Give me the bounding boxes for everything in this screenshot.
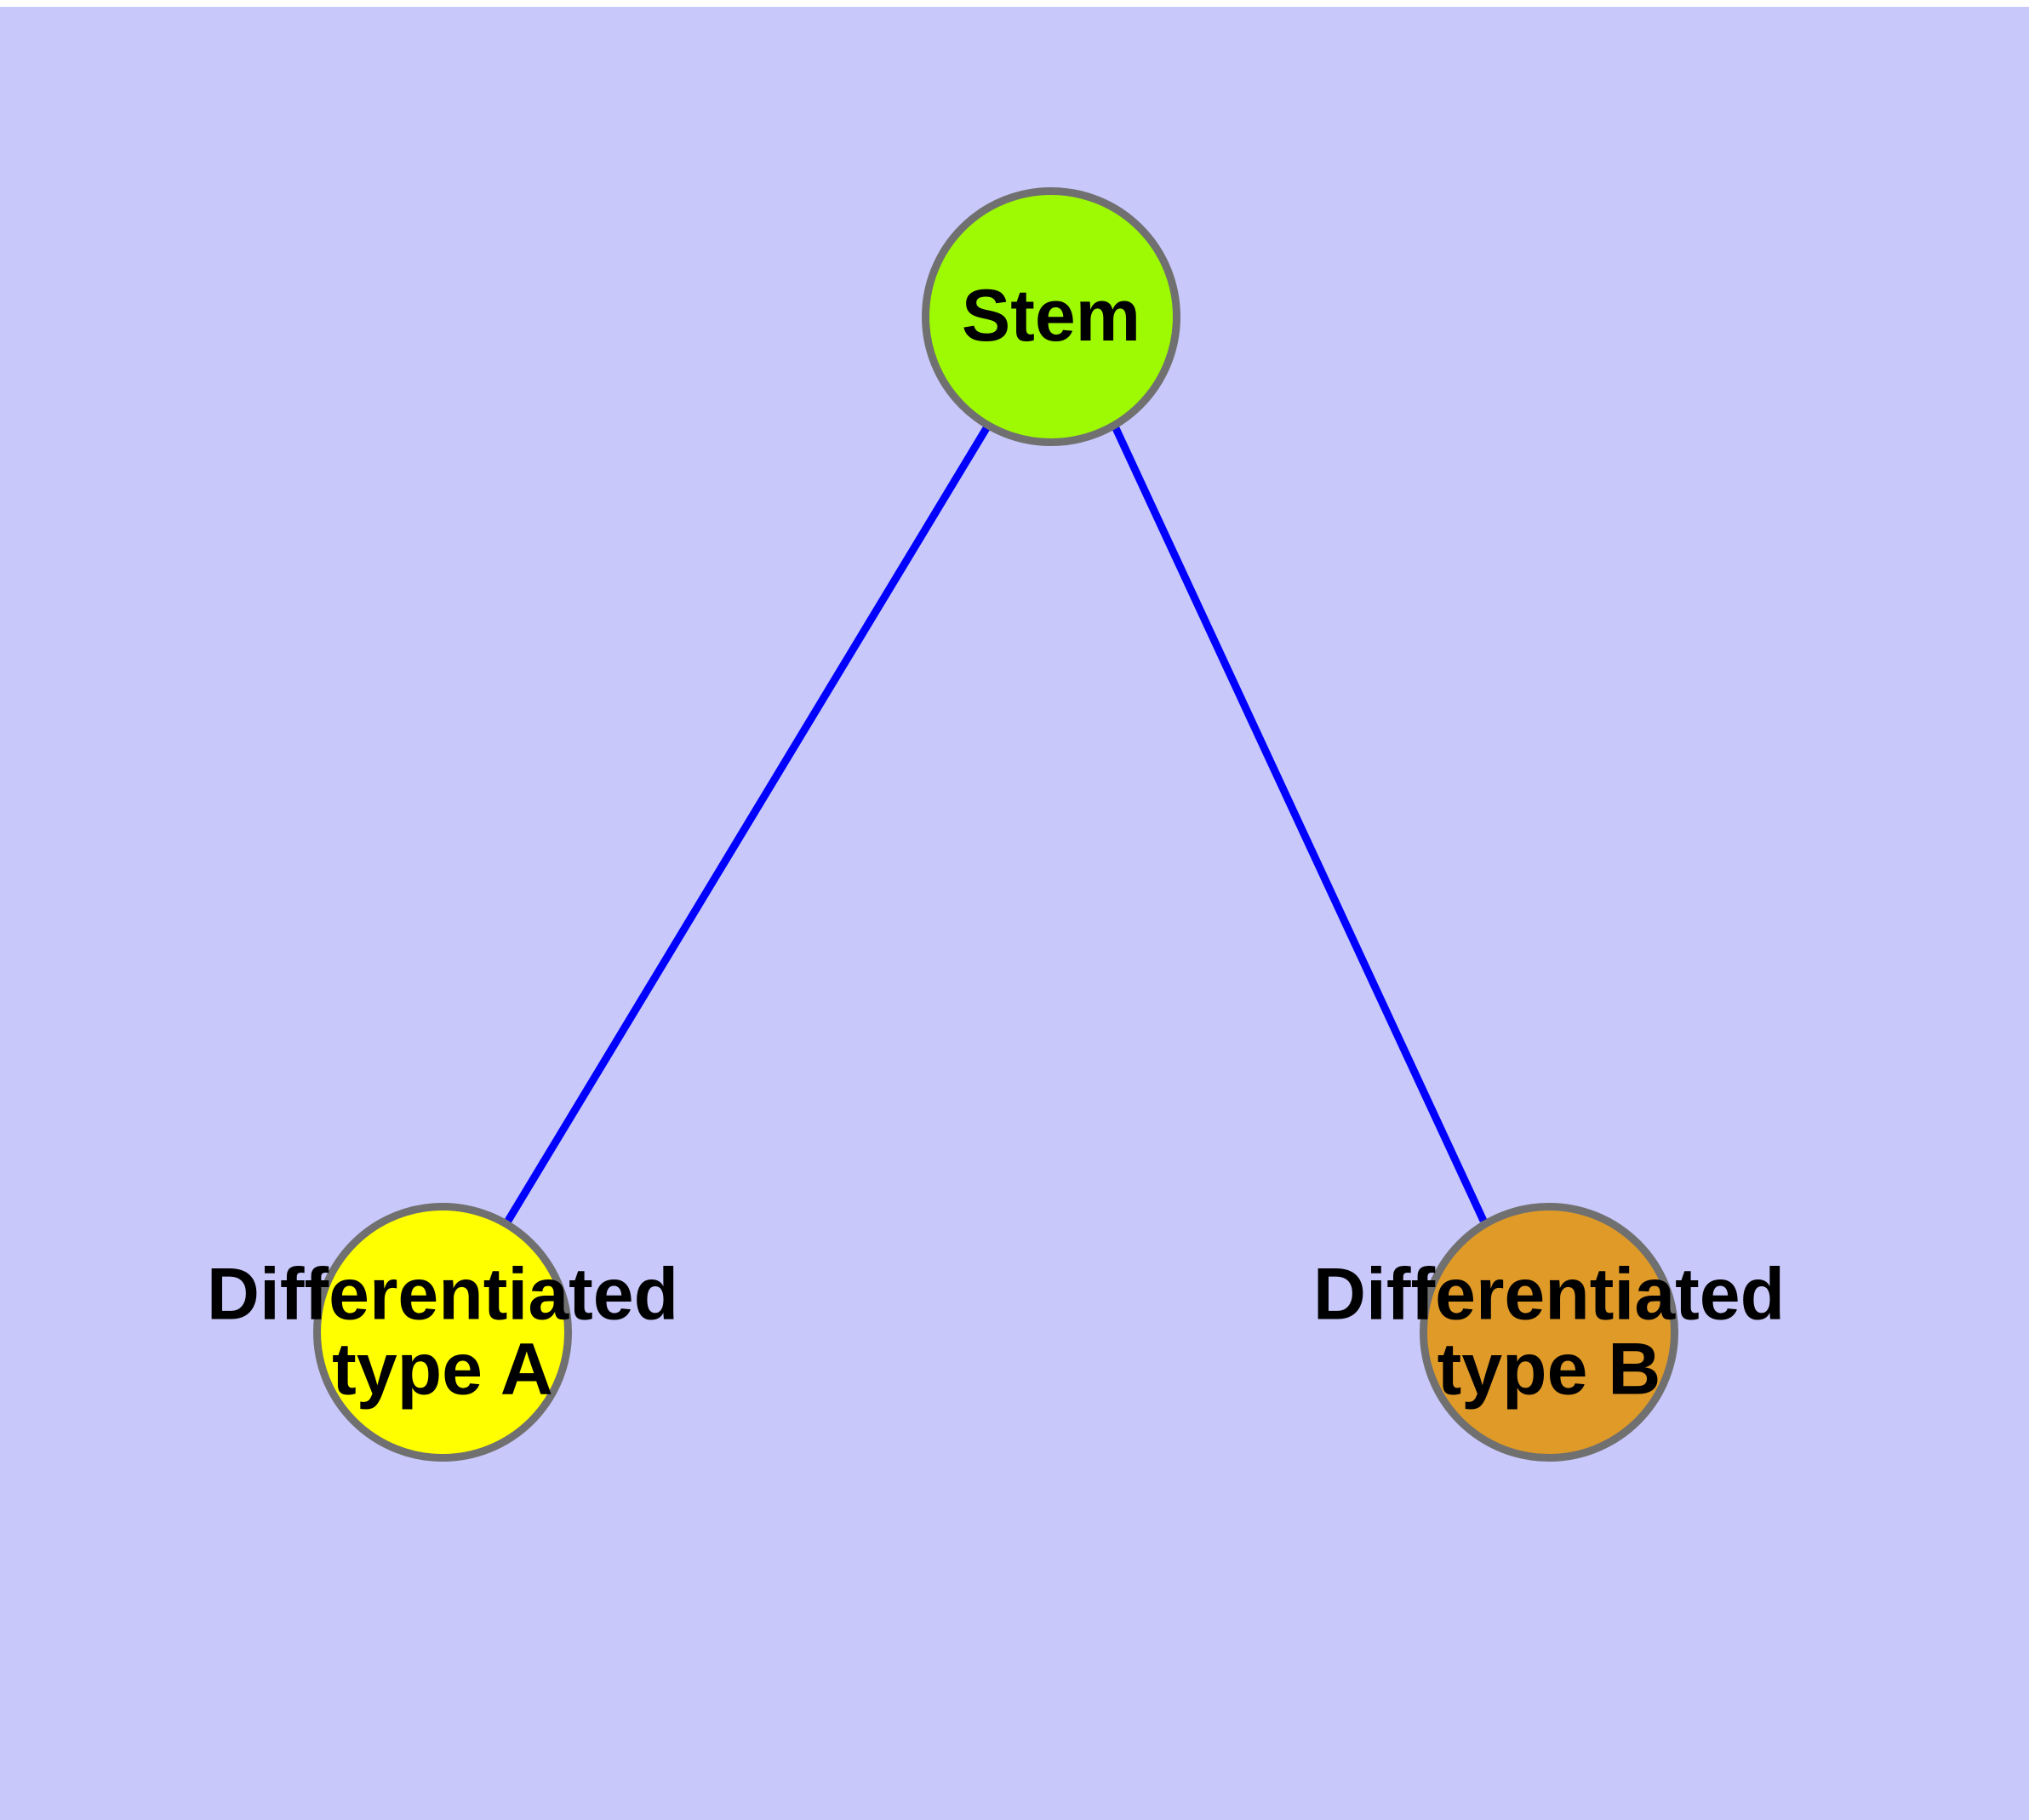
node-stem[interactable] [922,187,1180,446]
edge-stem-to-diff-a[interactable] [505,426,990,1223]
node-group [313,187,1678,1462]
edge-group [505,426,1488,1223]
node-differentiated-type-a[interactable] [313,1203,572,1462]
edge-stem-to-diff-b[interactable] [1112,426,1488,1222]
node-differentiated-type-b[interactable] [1420,1203,1678,1462]
